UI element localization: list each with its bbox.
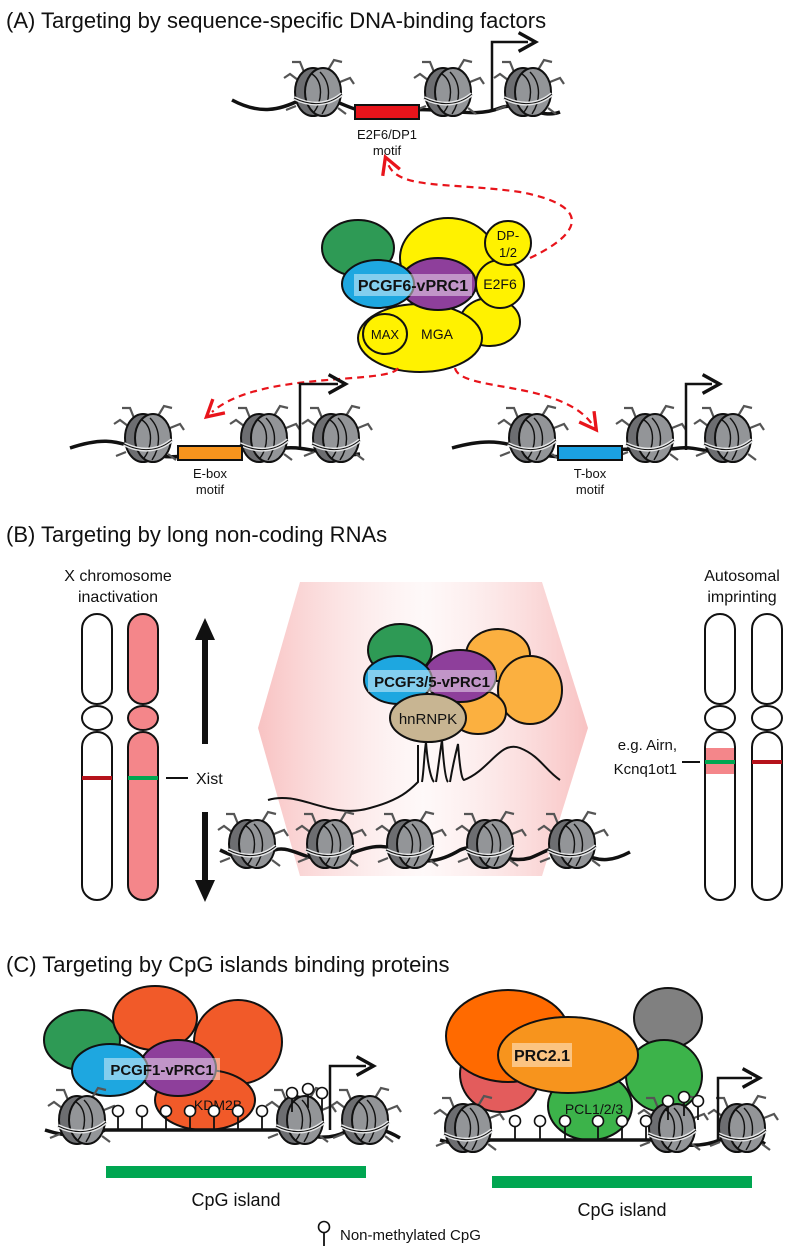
e2f6-motif-label-2: motif: [373, 143, 402, 158]
cpg-island-bar-left: [106, 1166, 366, 1178]
e2f6-label: E2F6: [483, 276, 517, 292]
max-label: MAX: [371, 327, 400, 342]
orange-subunit: [497, 655, 563, 725]
dp-label-1: DP-: [497, 228, 519, 243]
pcgf3-5-vprc1-complex: PCGF3/5-vPRC1 hnRNPK: [363, 623, 563, 743]
panel-c-title: (C) Targeting by CpG islands binding pro…: [6, 952, 450, 977]
complex-label-bg: [104, 1058, 220, 1080]
tss-arrow: [328, 1055, 377, 1130]
pcgf6-subunit: [341, 259, 415, 309]
prc2-core-subunit: [497, 1016, 639, 1094]
xist-label: Xist: [196, 771, 223, 788]
panel-a-left-dna: E-box motif: [69, 373, 374, 497]
tss-arrow: [490, 31, 539, 110]
autosome-imprinted: [704, 613, 736, 901]
autosome-active: [751, 613, 783, 901]
complex-label-bg: [368, 670, 496, 692]
nucleosome: [329, 1086, 403, 1146]
targeting-arrow-ebox: [203, 367, 399, 420]
ebox-motif-box: [177, 445, 243, 461]
ebox-label-1: E-box: [193, 466, 227, 481]
complex-label-bg: [354, 274, 472, 296]
nucleosome: [112, 404, 186, 464]
targeting-arrow-tbox: [453, 367, 599, 433]
autosomal-label-2: imprinting: [707, 589, 776, 606]
cpg-lollipop: [255, 1104, 269, 1131]
nucleosome: [492, 58, 566, 118]
dp-label-2: 1/2: [499, 245, 517, 260]
nucleosome: [614, 404, 688, 464]
lncrna-strand: [267, 739, 561, 812]
x-chromosome-inactive: [127, 613, 159, 901]
tbox-label-1: T-box: [574, 466, 607, 481]
nucleosome: [282, 58, 356, 118]
spreading-arrows: [195, 618, 215, 902]
nucleosome: [216, 810, 290, 870]
cpg-lollipop: [135, 1104, 149, 1131]
ebox-label-2: motif: [196, 482, 225, 497]
panel-b-title: (B) Targeting by long non-coding RNAs: [6, 522, 387, 547]
kdm2b-label: KDM2B: [194, 1097, 242, 1113]
nucleosome: [412, 58, 486, 118]
panel-a-title: (A) Targeting by sequence-specific DNA-b…: [6, 8, 546, 33]
e2f6-motif-box: [354, 104, 420, 120]
imprint-example-2: Kcnq1ot1: [614, 761, 677, 778]
x-inactivation-label-2: inactivation: [78, 589, 158, 606]
pcgf6-vprc1-complex: PCGF6-vPRC1 DP- 1/2 E2F6 MAX MGA: [321, 217, 532, 373]
tbox-label-2: motif: [576, 482, 605, 497]
cpg-lollipop: [691, 1094, 705, 1121]
hnrnpk-subunit: [389, 693, 467, 743]
hnrnpk-label: hnRNPK: [399, 711, 457, 728]
panel-c-left-dna: [44, 1055, 403, 1146]
pcgf1-subunit: [71, 1043, 149, 1097]
panel-a-right-dna: T-box motif: [451, 373, 766, 497]
nucleosome: [300, 404, 374, 464]
mga-label: MGA: [421, 326, 454, 342]
legend: Non-methylated CpG: [317, 1220, 481, 1247]
tss-arrow: [716, 1067, 763, 1140]
cpg-island-bar-right: [492, 1176, 752, 1188]
pcgf3-5-vprc1-label: PCGF3/5-vPRC1: [374, 674, 490, 691]
tss-arrow: [298, 373, 349, 450]
pcgf6-vprc1-label: PCGF6-vPRC1: [358, 278, 468, 295]
tbox-motif-box: [557, 445, 623, 461]
e2f6-motif-label-1: E2F6/DP1: [357, 127, 417, 142]
tss-arrow: [684, 373, 723, 450]
pcgf1-vprc1-label: PCGF1-vPRC1: [110, 1062, 213, 1079]
cpg-island-label-right: CpG island: [577, 1200, 666, 1220]
legend-label: Non-methylated CpG: [340, 1227, 481, 1244]
pcl-label: PCL1/2/3: [565, 1101, 624, 1117]
pcgf1-vprc1-complex: PCGF1-vPRC1 KDM2B: [43, 985, 283, 1131]
cpg-island-label-left: CpG island: [191, 1190, 280, 1210]
complex-label-bg: [512, 1043, 572, 1067]
prc2-1-complex: PRC2.1 PCL1/2/3: [445, 987, 703, 1141]
nucleosome: [692, 404, 766, 464]
cpg-lollipop: [508, 1114, 522, 1141]
panel-b-dna: [216, 810, 631, 870]
panel-c-right-dna: [432, 1067, 780, 1154]
max-subunit: [362, 313, 408, 355]
grey-subunit: [633, 987, 703, 1049]
prc2-1-label: PRC2.1: [514, 1048, 570, 1065]
x-inactivation-label-1: X chromosome: [64, 568, 172, 585]
cpg-lollipop: [533, 1114, 547, 1141]
legend-lollipop-icon: [317, 1220, 331, 1247]
autosomal-label-1: Autosomal: [704, 568, 780, 585]
targeting-arrow-e2f6: [381, 153, 573, 259]
imprint-example-1: e.g. Airn,: [618, 737, 677, 754]
x-chromosome-active: [81, 613, 113, 901]
panel-a-top-dna: E2F6/DP1 motif: [231, 31, 566, 158]
cpg-lollipop: [111, 1104, 125, 1131]
dp-subunit: [484, 220, 532, 266]
